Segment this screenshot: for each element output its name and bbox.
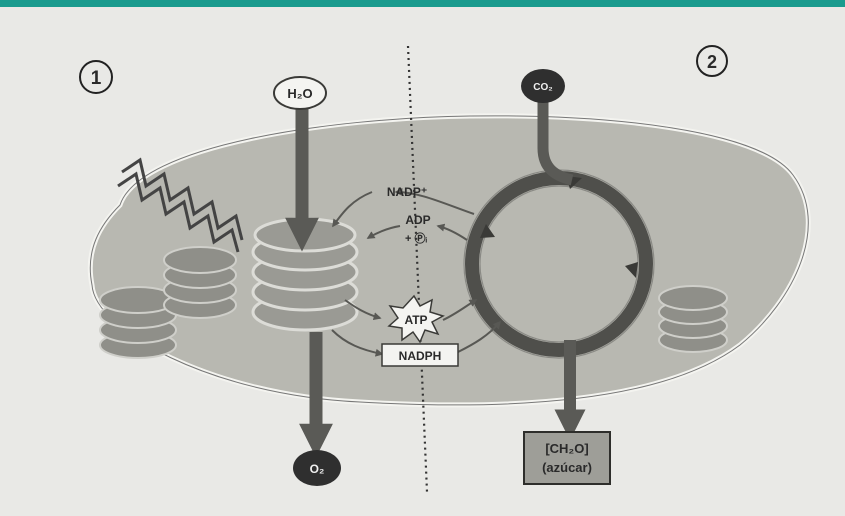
nadph-box: [381, 343, 459, 367]
nadp-to-granum-arrow: [332, 191, 373, 228]
o2-molecule: [293, 450, 341, 486]
o2-label: O₂: [310, 462, 325, 476]
co2-label: CO₂: [533, 82, 552, 93]
light-bolt-icon: [121, 157, 244, 241]
pi-label: + Ⓟᵢ: [405, 231, 427, 245]
granum-small-middle: [163, 246, 237, 319]
co2-molecule: [521, 69, 565, 103]
stage-2-badge: [696, 45, 728, 77]
stage-divider: [406, 45, 429, 493]
stage-1-badge: [79, 60, 113, 94]
atp-to-cycle-arrow: [442, 299, 478, 321]
cycle-arrowhead-left: [480, 224, 495, 238]
granum-small-left: [99, 286, 177, 359]
h2o-molecule: [273, 76, 327, 110]
adp-to-granum-arrow: [366, 225, 401, 239]
top-bar: [0, 0, 845, 7]
stage-2-number: 2: [707, 52, 717, 72]
granum-to-nadph-arrow: [331, 329, 384, 357]
sugar-formula: [CH₂O]: [545, 441, 588, 456]
atp-burst: [387, 294, 445, 344]
nadp-label: NADP⁺: [387, 185, 427, 199]
adp-arrow: [436, 223, 468, 241]
sugar-box: [523, 431, 611, 485]
granum-small-right: [658, 285, 728, 353]
adp-label: ADP: [405, 213, 430, 227]
sugar-name: (azúcar): [542, 460, 592, 475]
stage-1-number: 1: [91, 68, 102, 89]
granum-to-atp-arrow: [344, 299, 382, 321]
nadph-label: NADPH: [399, 349, 442, 363]
h2o-label: H₂O: [287, 86, 312, 101]
co2-arrow: [537, 102, 574, 186]
nadph-to-cycle-arrow: [457, 320, 502, 353]
cycle-arrowhead-right: [625, 262, 638, 278]
nadp-arrow: [394, 188, 475, 215]
atp-label: ATP: [404, 313, 427, 327]
